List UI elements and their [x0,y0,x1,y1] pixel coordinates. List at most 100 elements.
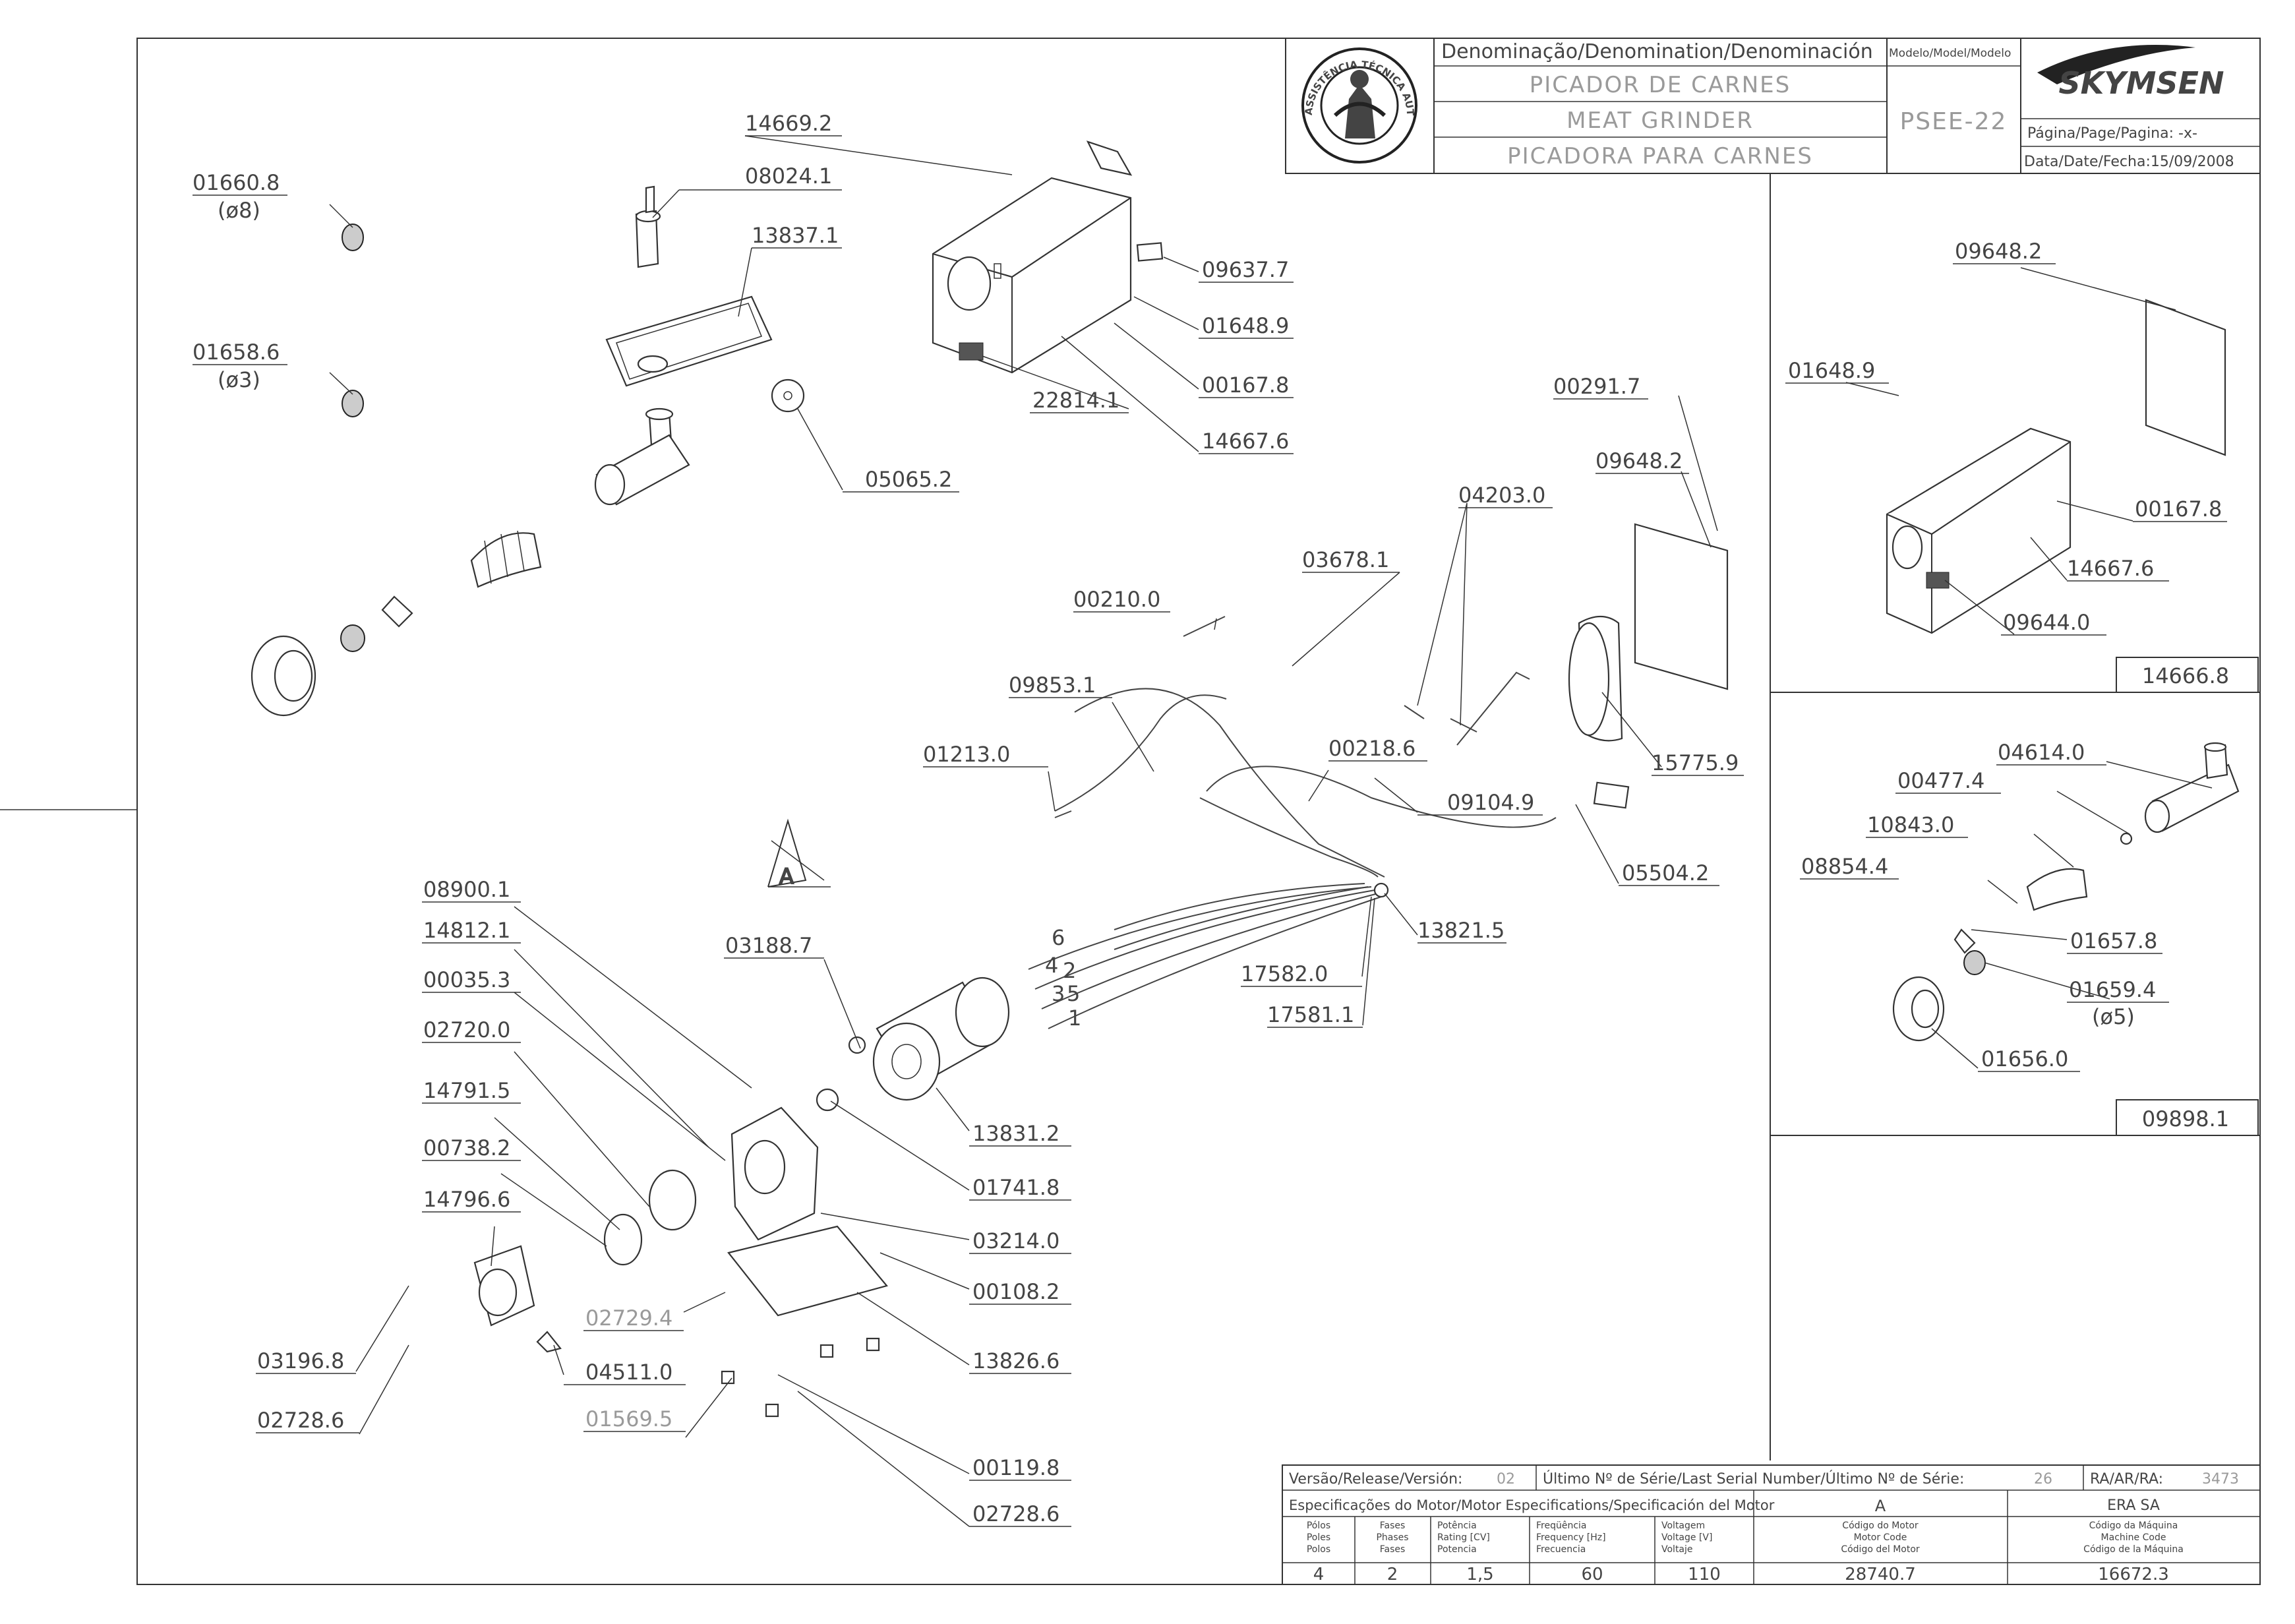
svg-text:Código del Motor: Código del Motor [1841,1544,1920,1555]
model-number: PSEE-22 [1900,108,2008,135]
part-label: 14791.5 [422,1078,521,1104]
part-label: 01648.9 [1785,358,1889,384]
part-label: 04511.0 [564,1360,686,1385]
part-label: 14812.1 [422,918,521,944]
drawing-frame [136,38,2261,1585]
svg-text:00108.2: 00108.2 [972,1279,1059,1304]
part-label: 00291.7 [1553,374,1648,400]
svg-text:2: 2 [1063,958,1076,983]
assembly-code-2: 09898.1 [2142,1106,2229,1131]
svg-text:17582.0: 17582.0 [1241,961,1328,986]
part-labels: 14669.2 08024.1 01660.8(ø8) 13837.1 0165… [193,111,1744,1527]
part-label: 02728.6 [969,1501,1071,1527]
part-label: 02729.4 [583,1306,684,1331]
svg-text:04203.0: 04203.0 [1458,483,1545,508]
side-panel-2-labels: 04614.0 00477.4 10843.0 08854.4 01657.8 … [1800,740,2169,1072]
part-label: 08900.1 [422,877,521,903]
svg-text:14791.5: 14791.5 [423,1078,510,1103]
part-label: 14669.2 [745,111,842,136]
grinder-body [251,185,805,717]
motor-class: A [1875,1497,1886,1515]
part-label: 01569.5 [583,1406,686,1432]
poles-value: 4 [1313,1565,1325,1584]
svg-text:Código de la Máquina: Código de la Máquina [2083,1544,2184,1555]
svg-text:01213.0: 01213.0 [923,742,1010,767]
svg-text:Código da Máquina: Código da Máquina [2089,1520,2178,1531]
svg-text:Rating [CV]: Rating [CV] [1437,1532,1490,1543]
spec-values: 4 2 1,5 60 110 28740.7 16672.3 [1313,1565,2169,1584]
svg-text:01569.5: 01569.5 [585,1406,672,1431]
svg-text:09853.1: 09853.1 [1009,673,1096,698]
svg-text:14669.2: 14669.2 [745,111,832,136]
title-block: ASSISTÊNCIA TÉCNICA AUTORIZADA Denominaç… [0,0,2261,174]
part-label: 00108.2 [969,1279,1071,1305]
phases-value: 2 [1387,1565,1398,1584]
part-label: 08024.1 [679,164,842,191]
part-label: 00167.8 [2133,496,2227,522]
label-sticker-1 [1136,242,1164,262]
part-label: 02728.6 [256,1408,359,1433]
svg-text:05504.2: 05504.2 [1622,860,1709,886]
svg-text:Voltagem: Voltagem [1661,1520,1705,1531]
svg-text:Freqüência: Freqüência [1536,1520,1587,1531]
part-label: 02720.0 [422,1017,521,1043]
svg-text:14667.6: 14667.6 [2067,556,2154,581]
svg-text:(ø8): (ø8) [218,198,260,223]
svg-text:00218.6: 00218.6 [1328,736,1416,761]
date-label: Data/Date/Fecha:15/09/2008 [2024,154,2234,170]
side-panel-1-labels: 09648.2 01648.9 00167.8 14667.6 09644.0 [1785,239,2227,636]
motor-spec-label: Especificações do Motor/Motor Especifica… [1289,1497,1775,1513]
part-label: 08854.4 [1800,854,1899,880]
part-label: 09644.0 [2001,610,2106,636]
part-label: 01741.8 [969,1175,1071,1201]
wiring-harness [1028,616,1630,1029]
svg-text:Machine Code: Machine Code [2101,1532,2166,1543]
svg-text:6: 6 [1052,925,1065,950]
part-label: 01659.4(ø5) [2067,977,2169,1029]
svg-text:Fases: Fases [1380,1544,1406,1555]
housing-box [932,140,1164,374]
rating-value: 1,5 [1466,1565,1493,1584]
model-header: Modelo/Model/Modelo [1889,47,2011,60]
svg-text:00477.4: 00477.4 [1897,768,1984,793]
exploded-view-parts [251,140,2240,1418]
part-label: 17581.1 [1267,1002,1363,1028]
svg-text:13831.2: 13831.2 [972,1121,1059,1146]
svg-text:00291.7: 00291.7 [1553,374,1640,399]
svg-text:00035.3: 00035.3 [423,967,510,992]
part-label: 00167.8 [1199,373,1294,398]
part-label: 00210.0 [1073,587,1170,613]
svg-text:01741.8: 01741.8 [972,1175,1059,1200]
part-label: 09853.1 [1009,673,1112,698]
svg-text:Frecuencia: Frecuencia [1536,1544,1586,1555]
svg-text:04511.0: 04511.0 [585,1360,672,1385]
part-label: 00218.6 [1328,736,1427,762]
leader-lines [329,135,2213,1527]
part-label: 09104.9 [1417,790,1543,816]
wire-number-labels: 6 4 2 3 5 1 [1045,925,1081,1031]
part-label: 01656.0 [1978,1046,2080,1072]
part-label: 05504.2 [1619,860,1719,886]
part-label: 13821.5 [1417,918,1506,944]
svg-text:SKYMSEN: SKYMSEN [2059,65,2224,101]
page-label: Página/Page/Pagina: -x- [2027,125,2197,142]
part-label: 00738.2 [422,1135,521,1161]
svg-text:13821.5: 13821.5 [1417,918,1505,943]
svg-text:Polos: Polos [1307,1544,1330,1555]
svg-text:Fases: Fases [1380,1520,1406,1531]
part-label: 09648.2 [1595,448,1689,474]
part-label: 09637.7 [1199,257,1294,283]
part-label: 00035.3 [422,967,521,993]
svg-text:08900.1: 08900.1 [423,877,510,902]
part-label: 14796.6 [422,1187,521,1213]
svg-text:01648.9: 01648.9 [1202,313,1289,338]
part-label: 01658.6(ø3) [193,340,287,392]
serial-value: 26 [2034,1471,2052,1488]
machine-code-value: 16672.3 [2098,1565,2169,1584]
svg-text:Código do Motor: Código do Motor [1842,1520,1919,1531]
svg-text:01658.6: 01658.6 [193,340,280,365]
part-label: 01660.8(ø8) [193,170,287,223]
brand-logo: SKYMSEN [2037,44,2224,101]
svg-text:22814.1: 22814.1 [1032,388,1119,413]
